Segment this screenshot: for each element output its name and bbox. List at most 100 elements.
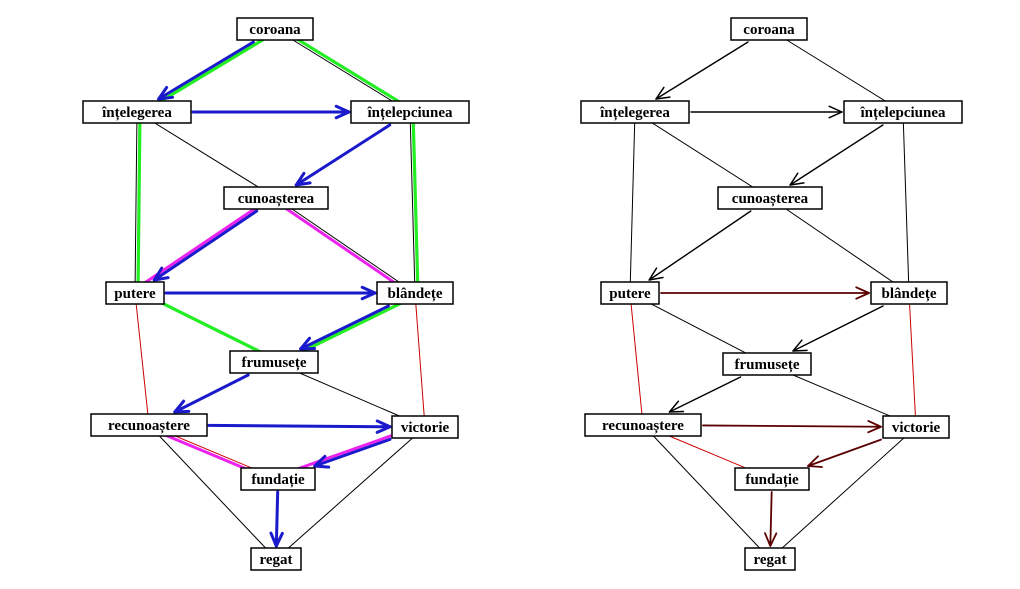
right-node-cunoasterea: cunoașterea [717, 186, 823, 210]
right-edge-thin-coroana-intelepciunea [768, 28, 904, 113]
right-edge-thin-recunoastere-regat [642, 424, 771, 560]
right-edge-black-cunoasterea-putere [648, 210, 752, 281]
left-edge-thin-victorie-regat [275, 426, 426, 560]
right-edge-black-cunoasterea-putere-arrowhead [648, 267, 664, 281]
left-edge-blue-frumusete-recunoastere [173, 373, 250, 414]
right-node-victorie: victorie [882, 415, 950, 439]
right-node-frumusete-label: frumusețe [735, 357, 800, 373]
left-node-intelegerea: înțelegerea [82, 100, 192, 124]
left-node-blandete-box [376, 281, 454, 305]
right-node-blandete-label: blândețe [881, 286, 936, 302]
left-node-cunoasterea: cunoașterea [223, 186, 329, 210]
left-edge-red-blandete-victorie [414, 292, 426, 428]
left-node-regat: regat [250, 547, 302, 571]
right-node-recunoastere-box [584, 413, 702, 437]
left-node-frumusete-label: frumusețe [242, 355, 307, 371]
right-edge-darkred-putere-blandete-arrowhead [855, 286, 870, 300]
left-node-blandete-label: blândețe [387, 286, 442, 302]
left-edge-blue-fundatie-regat [274, 490, 280, 548]
left-edge-green-intelegerea-putere [136, 110, 142, 295]
left-node-recunoastere-label: recunoaștere [108, 418, 190, 434]
left-node-coroana-box [236, 17, 314, 41]
right-edge-black-intelegerea-intelepciunea-arrowhead [828, 105, 843, 119]
left-node-coroana-label: coroana [249, 22, 301, 38]
right-node-coroana-box [730, 17, 808, 41]
right-node-regat-label: regat [753, 552, 786, 568]
left-node-frumusete-box [229, 350, 319, 374]
right-edge-red-putere-recunoastere [629, 292, 644, 426]
right-node-regat: regat [744, 547, 796, 571]
left-node-blandete: blândețe [376, 281, 454, 305]
left-edge-red-putere-recunoastere [134, 292, 150, 426]
left-node-victorie: victorie [391, 415, 459, 439]
left-edge-magenta-cunoasterea-putere [131, 194, 276, 293]
right-node-blandete: blândețe [870, 281, 948, 305]
left-edge-blue-blandete-frumusete [299, 304, 390, 351]
right-edge-black-blandete-frumusete-arrowhead [792, 339, 808, 352]
left-edge-blue-putere-blandete-arrowhead [360, 285, 377, 301]
left-node-putere-label: putere [114, 286, 156, 302]
left-node-fundatie: fundație [240, 467, 316, 491]
right-node-victorie-box [882, 415, 950, 439]
left-node-putere-box [105, 281, 165, 305]
right-node-cunoasterea-label: cunoașterea [732, 191, 809, 207]
left-node-cunoasterea-label: cunoașterea [238, 191, 315, 207]
right-node-recunoastere: recunoaștere [584, 413, 702, 437]
right-edge-darkred-victorie-fundatie [807, 438, 882, 467]
left-node-fundatie-label: fundație [251, 472, 305, 488]
left-node-intelegerea-box [82, 100, 192, 124]
left-edge-blue-recunoastere-victorie-arrowhead [375, 419, 392, 434]
right-node-intelepciunea-box [843, 100, 963, 124]
left-node-recunoastere: recunoaștere [90, 413, 208, 437]
right-node-coroana-label: coroana [743, 22, 795, 38]
right-edge-thin-putere-frumusete [629, 292, 768, 365]
right-node-putere-box [600, 281, 660, 305]
left-node-intelepciunea-box [350, 100, 470, 124]
right-edge-thin-victorie-regat [769, 426, 917, 560]
left-edge-blue-coroana-intelegerea-arrowhead [157, 86, 175, 101]
right-node-putere-label: putere [609, 286, 651, 302]
right-node-fundatie-label: fundație [745, 472, 799, 488]
left-edge-thin-intelepciunea-blandete [409, 111, 416, 294]
left-edge-thin-intelegerea-cunoasterea [136, 111, 277, 199]
right-edge-thin-intelegerea-cunoasterea [634, 111, 771, 199]
left-diagram: coroana înțelegerea înțelepciunea cunoașter… [82, 17, 470, 571]
left-node-fundatie-box [240, 467, 316, 491]
left-edge-blue-intelepciunea-cunoasterea-arrowhead [294, 171, 312, 187]
left-edge-blue-victorie-fundatie-arrowhead [313, 454, 331, 469]
left-node-intelepciunea-label: înțelepciunea [367, 105, 453, 121]
left-node-recunoastere-box [90, 413, 208, 437]
left-edge-green-intelepciunea-blandete [411, 110, 420, 295]
left-edge-thin-coroana-intelepciunea [274, 28, 411, 113]
left-edge-blue-frumusete-recunoastere-arrowhead [173, 399, 191, 414]
right-edge-black-frumusete-recunoastere-arrowhead [668, 400, 685, 413]
right-node-regat-box [744, 547, 796, 571]
right-edge-darkred-fundatie-regat [769, 491, 773, 547]
left-edge-blue-blandete-frumusete-arrowhead [299, 336, 317, 351]
right-edge-black-frumusete-recunoastere [668, 376, 742, 413]
left-edge-blue-intelepciunea-cunoasterea [294, 123, 392, 187]
right-nodes: coroana înțelegerea înțelepciunea cunoașter… [580, 17, 963, 571]
right-node-intelepciunea: înțelepciunea [843, 100, 963, 124]
left-edge-blue-cunoasterea-putere-arrowhead [152, 266, 170, 282]
right-node-intelepciunea-label: înțelepciunea [860, 105, 946, 121]
left-edge-blue-recunoastere-victorie [207, 423, 392, 429]
right-node-putere: putere [600, 281, 660, 305]
left-node-regat-box [250, 547, 302, 571]
right-edge-red-blandete-victorie [908, 292, 917, 428]
left-node-cunoasterea-box [223, 186, 329, 210]
right-edge-darkred-victorie-fundatie-arrowhead [807, 455, 823, 468]
left-edge-blue-fundatie-regat-arrowhead [269, 531, 284, 548]
right-edge-thin-cunoasterea-blandete [769, 197, 910, 294]
right-node-victorie-label: victorie [892, 420, 941, 436]
right-node-recunoastere-label: recunoaștere [602, 418, 684, 434]
right-node-intelegerea: înțelegerea [580, 100, 690, 124]
right-node-fundatie-box [734, 467, 810, 491]
right-diagram: coroana înțelegerea înțelepciunea cunoașter… [580, 17, 963, 571]
left-node-putere: putere [105, 281, 165, 305]
right-edge-black-coroana-intelegerea-arrowhead [655, 86, 671, 100]
left-node-victorie-box [391, 415, 459, 439]
left-edge-magenta-cunoasterea-blandete [272, 198, 415, 297]
